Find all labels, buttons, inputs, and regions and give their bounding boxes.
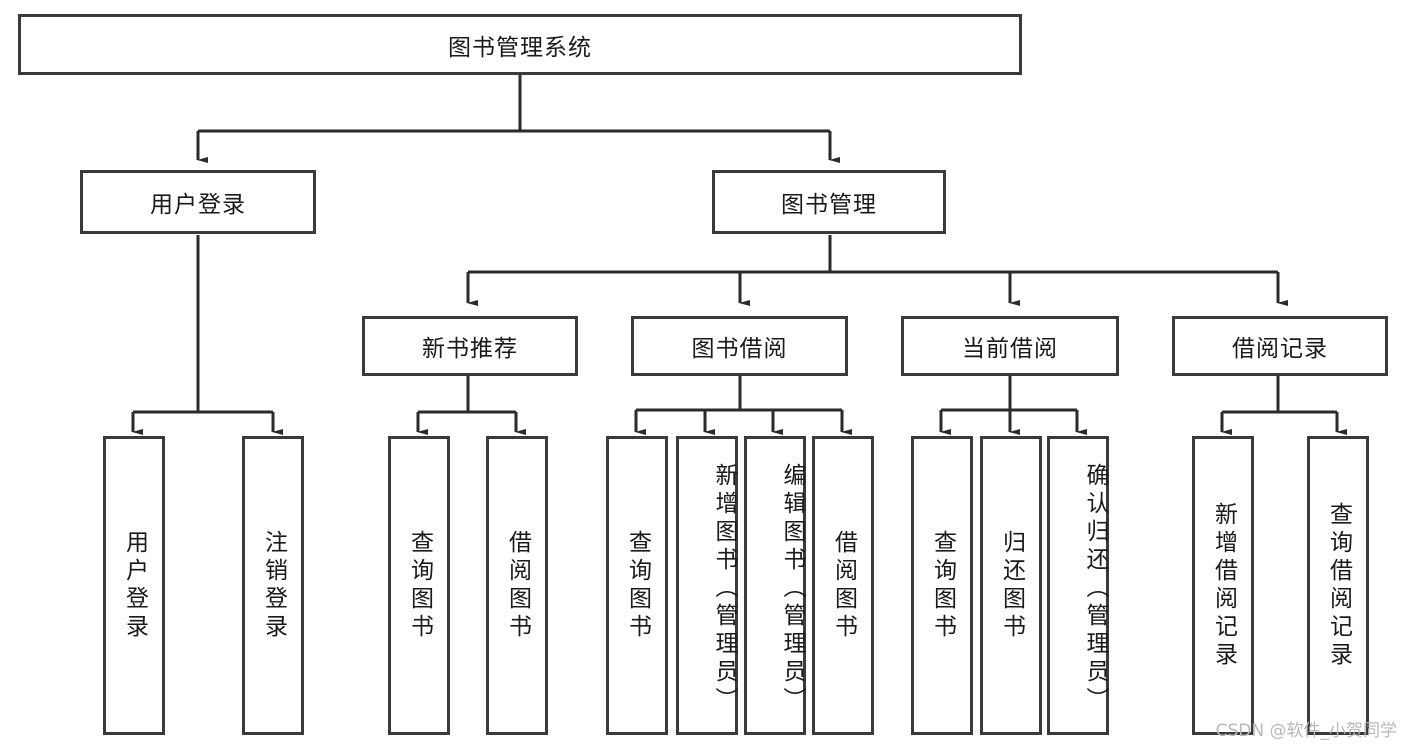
node-book-borrow[interactable]: 图书借阅 [631,316,848,376]
leaf-user-login[interactable]: 用户登录 [103,436,165,735]
node-current-borrow-label: 当前借阅 [962,336,1058,362]
leaf-confirm-return-admin-label: 确认归还（管理员） [1082,462,1108,715]
node-new-book-recommend[interactable]: 新书推荐 [362,316,578,376]
leaf-add-borrow-record[interactable]: 新增借阅记录 [1192,436,1254,735]
leaf-query-book-current[interactable]: 查询图书 [911,436,973,735]
node-root[interactable]: 图书管理系统 [18,14,1022,75]
leaf-user-login-label: 用户登录 [121,529,148,642]
leaf-edit-book-admin[interactable]: 编辑图书（管理员） [744,436,806,735]
csdn-watermark: CSDN @软件_小贺同学 [1215,721,1397,741]
node-new-book-recommend-label: 新书推荐 [422,336,518,362]
leaf-add-book-admin-label: 新增图书（管理员） [711,462,737,715]
leaf-return-book-label: 归还图书 [998,529,1025,642]
leaf-query-borrow-record[interactable]: 查询借阅记录 [1307,436,1369,735]
leaf-query-book-borrow-label: 查询图书 [624,529,651,642]
leaf-borrow-book-recommend-label: 借阅图书 [504,529,531,642]
leaf-edit-book-admin-label: 编辑图书（管理员） [779,462,805,715]
leaf-borrow-book-recommend[interactable]: 借阅图书 [486,436,548,735]
leaf-query-book-recommend-label: 查询图书 [406,529,433,642]
leaf-logout-label: 注销登录 [260,529,287,642]
leaf-logout[interactable]: 注销登录 [242,436,304,735]
leaf-add-borrow-record-label: 新增借阅记录 [1210,501,1237,670]
leaf-query-book-current-label: 查询图书 [929,529,956,642]
leaf-query-borrow-record-label: 查询借阅记录 [1325,501,1352,670]
node-book-management-label: 图书管理 [781,192,877,218]
leaf-query-book-recommend[interactable]: 查询图书 [388,436,450,735]
leaf-confirm-return-admin[interactable]: 确认归还（管理员） [1047,436,1109,735]
node-borrow-record-label: 借阅记录 [1232,336,1328,362]
node-current-borrow[interactable]: 当前借阅 [901,316,1119,376]
leaf-borrow-book[interactable]: 借阅图书 [812,436,874,735]
leaf-query-book-borrow[interactable]: 查询图书 [606,436,668,735]
node-book-management[interactable]: 图书管理 [712,170,946,234]
node-book-borrow-label: 图书借阅 [691,336,788,362]
node-user-login-label: 用户登录 [150,192,246,218]
node-user-login[interactable]: 用户登录 [80,170,316,234]
leaf-return-book[interactable]: 归还图书 [980,436,1042,735]
node-root-label: 图书管理系统 [448,34,592,61]
leaf-add-book-admin[interactable]: 新增图书（管理员） [676,436,738,735]
leaf-borrow-book-label: 借阅图书 [830,529,857,642]
node-borrow-record[interactable]: 借阅记录 [1172,316,1388,376]
